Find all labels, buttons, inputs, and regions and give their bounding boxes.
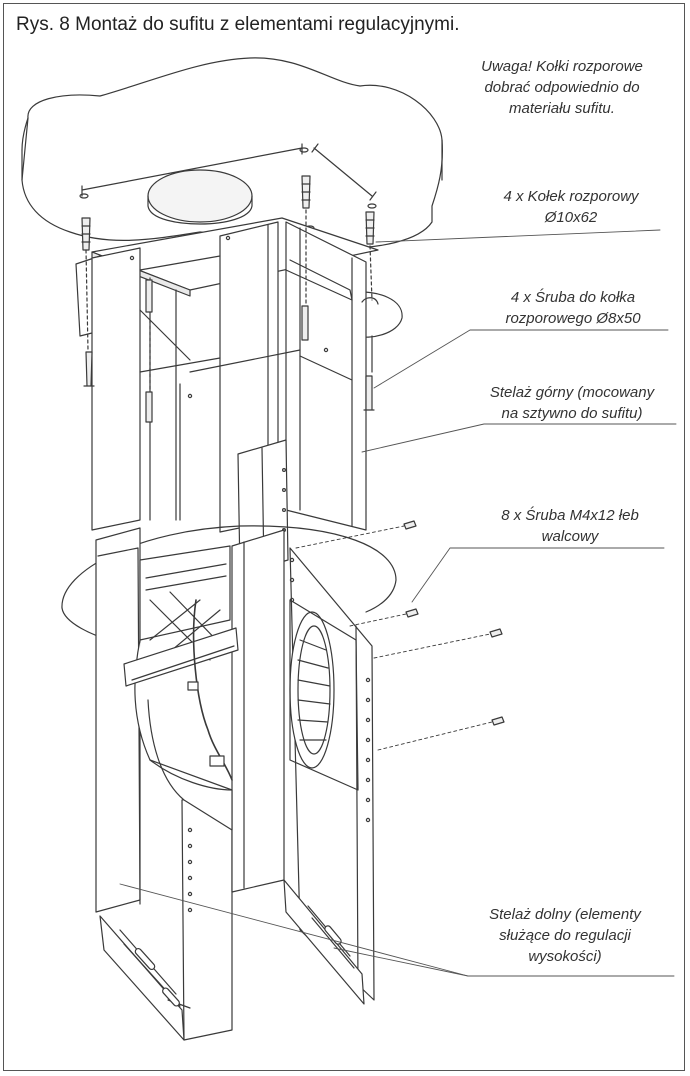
warning-line-3: materiału sufitu.	[509, 100, 615, 117]
screw-m4-label-line-1: 8 x Śruba M4x12 łeb	[501, 507, 639, 524]
anchor-screw-label-line-2: rozporowego Ø8x50	[505, 310, 641, 327]
lower-frame-label: Stelaż dolny (elementy służące do regula…	[460, 904, 670, 967]
upper-frame-label-line-1: Stelaż górny (mocowany	[489, 384, 655, 401]
anchor-label: 4 x Kołek rozporowy Ø10x62	[486, 186, 656, 228]
m4-screw-axis	[295, 525, 493, 751]
m4-screw	[403, 520, 505, 726]
warning-note: Uwaga! Kołki rozporowe dobrać odpowiedni…	[452, 56, 672, 119]
wall-plug	[81, 217, 91, 251]
lower-frame-label-line-3: wysokości)	[528, 948, 602, 965]
screw-m4-label-line-2: walcowy	[541, 528, 599, 545]
figure-frame	[3, 3, 685, 1071]
wall-plug	[301, 175, 311, 209]
leader-lines	[119, 229, 677, 977]
wall-plug	[365, 211, 375, 245]
ceiling-slab	[21, 57, 443, 249]
anchor-label-line-2: Ø10x62	[544, 209, 598, 226]
upper-frame	[75, 217, 403, 575]
anchor-screw	[83, 279, 379, 423]
warning-line-2: dobrać odpowiednio do	[484, 79, 640, 96]
anchor-screw-label-line-1: 4 x Śruba do kołka	[510, 289, 636, 306]
anchor-screw-label: 4 x Śruba do kołka rozporowego Ø8x50	[478, 287, 668, 329]
upper-frame-label: Stelaż górny (mocowany na sztywno do suf…	[462, 382, 682, 424]
lower-frame-label-line-2: służące do regulacji	[499, 927, 631, 944]
figure-title: Rys. 8 Montaż do sufitu z elementami reg…	[16, 14, 460, 35]
screw-m4-label: 8 x Śruba M4x12 łeb walcowy	[470, 505, 670, 547]
assembly-axis	[85, 209, 373, 391]
warning-line-1: Uwaga! Kołki rozporowe	[481, 58, 643, 75]
lower-frame-label-line-1: Stelaż dolny (elementy	[489, 906, 641, 923]
lower-frame	[95, 527, 375, 1041]
anchor-label-line-1: 4 x Kołek rozporowy	[503, 188, 639, 205]
fan-housing	[123, 545, 359, 831]
upper-frame-label-line-2: na sztywno do sufitu)	[501, 405, 643, 422]
